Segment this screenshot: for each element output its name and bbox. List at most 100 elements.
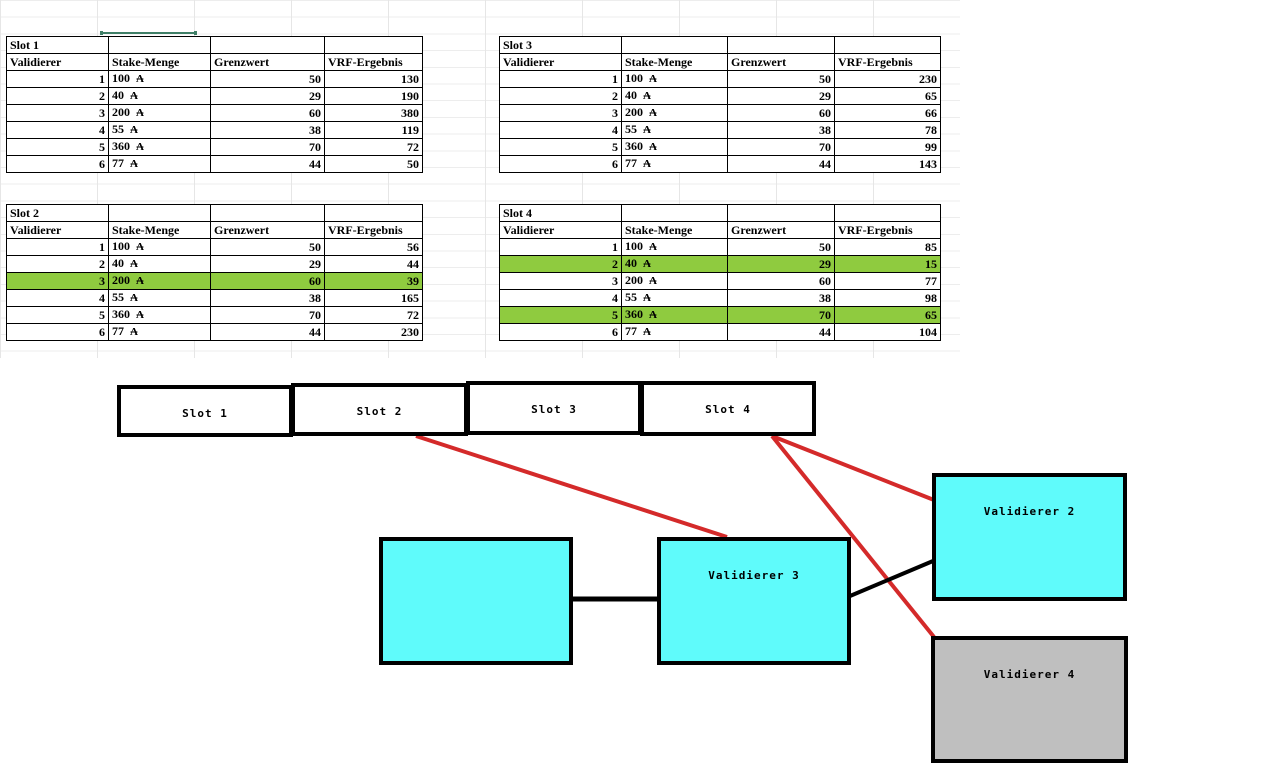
table-row[interactable]: 3 200₳ 60 77 [499, 272, 941, 290]
cell-validator: 2 [499, 87, 622, 105]
table-row[interactable]: 6 77₳ 44 230 [6, 323, 423, 341]
cell-vrf: 50 [324, 155, 423, 173]
table-row[interactable]: 1 100₳ 50 56 [6, 238, 423, 256]
slot-chain-box-4[interactable]: Slot 4 [640, 381, 816, 436]
slot-table-slot3[interactable]: Slot 3 Validierer Stake-Menge Grenzwert … [499, 36, 941, 173]
ada-symbol-icon: ₳ [643, 258, 651, 270]
table-row[interactable]: 6 77₳ 44 50 [6, 155, 423, 173]
ada-symbol-icon: ₳ [649, 309, 657, 321]
table-header-row: Validierer Stake-Menge Grenzwert VRF-Erg… [6, 53, 423, 71]
slot-chain-box-3[interactable]: Slot 3 [466, 381, 642, 435]
cell-limit: 44 [210, 323, 325, 341]
table-title-row: Slot 3 [499, 36, 941, 54]
column-header-stake: Stake-Menge [621, 221, 728, 239]
column-header-grenzwert: Grenzwert [727, 221, 835, 239]
slot-chain-label: Slot 2 [356, 405, 403, 418]
ada-symbol-icon: ₳ [649, 73, 657, 85]
table-row[interactable]: 1 100₳ 50 230 [499, 70, 941, 88]
slot-chain-box-1[interactable]: Slot 1 [117, 385, 293, 437]
cell-limit: 44 [210, 155, 325, 173]
validator-box-unlabeled[interactable] [379, 537, 573, 665]
table-row[interactable]: 4 55₳ 38 165 [6, 289, 423, 307]
cell-validator: 5 [6, 306, 109, 324]
connector-slot2-to-validator3 [415, 434, 728, 539]
column-header-stake: Stake-Menge [108, 53, 211, 71]
stake-value: 100 [625, 71, 643, 85]
cell-limit: 38 [210, 289, 325, 307]
cell-limit: 29 [210, 87, 325, 105]
table-row[interactable]: 4 55₳ 38 98 [499, 289, 941, 307]
slot-title: Slot 4 [499, 204, 622, 222]
cell-validator: 3 [6, 272, 109, 290]
table-row[interactable]: 6 77₳ 44 104 [499, 323, 941, 341]
table-row[interactable]: 5 360₳ 70 99 [499, 138, 941, 156]
cell-validator: 5 [499, 306, 622, 324]
cell-vrf: 78 [834, 121, 941, 139]
table-row[interactable]: 5 360₳ 70 72 [6, 306, 423, 324]
title-blank-cell [621, 36, 728, 54]
stake-value: 360 [625, 307, 643, 321]
cell-validator: 6 [6, 323, 109, 341]
validator-box-2[interactable]: Validierer 2 [932, 473, 1127, 601]
stake-value: 55 [625, 122, 637, 136]
table-row[interactable]: 6 77₳ 44 143 [499, 155, 941, 173]
cell-stake: 360 ₳ [621, 306, 728, 324]
cell-stake: 200₳ [621, 272, 728, 290]
column-header-stake: Stake-Menge [621, 53, 728, 71]
cell-vrf: 165 [324, 289, 423, 307]
cell-limit: 38 [727, 289, 835, 307]
cell-validator: 1 [499, 70, 622, 88]
cell-vrf: 65 [834, 306, 941, 324]
table-row[interactable]: 1 100₳ 50 85 [499, 238, 941, 256]
title-blank-cell [210, 36, 325, 54]
cell-validator: 4 [499, 289, 622, 307]
slot-chain-label: Slot 1 [182, 407, 228, 420]
stake-value: 40 [112, 256, 124, 270]
cell-limit: 38 [727, 121, 835, 139]
slot-chain-box-2[interactable]: Slot 2 [291, 383, 468, 436]
slot-table-slot4[interactable]: Slot 4 Validierer Stake-Menge Grenzwert … [499, 204, 941, 341]
table-row-highlighted[interactable]: 2 40₳ 29 15 [499, 255, 941, 273]
validator-box-3[interactable]: Validierer 3 [657, 537, 851, 665]
slot-table-slot1[interactable]: Slot 1 Validierer Stake-Menge Grenzwert … [6, 36, 423, 173]
column-header-validierer: Validierer [499, 53, 622, 71]
slot-table-slot2[interactable]: Slot 2 Validierer Stake-Menge Grenzwert … [6, 204, 423, 341]
table-row-highlighted[interactable]: 3 200₳ 60 39 [6, 272, 423, 290]
stake-value: 40 [625, 88, 637, 102]
table-row[interactable]: 5 360₳ 70 72 [6, 138, 423, 156]
cell-validator: 2 [6, 87, 109, 105]
table-row[interactable]: 1 100₳ 50 130 [6, 70, 423, 88]
cell-limit: 29 [727, 87, 835, 105]
cell-validator: 4 [6, 121, 109, 139]
cell-stake: 77₳ [108, 155, 211, 173]
stake-value: 200 [625, 273, 643, 287]
slot-chain-label: Slot 4 [705, 403, 751, 416]
table-row-highlighted[interactable]: 5 360₳ 70 65 [499, 306, 941, 324]
cell-limit: 50 [727, 70, 835, 88]
title-blank-cell [210, 204, 325, 222]
ada-symbol-icon: ₳ [643, 124, 651, 136]
cell-vrf: 380 [324, 104, 423, 122]
ada-symbol-icon: ₳ [136, 241, 144, 253]
ada-symbol-icon: ₳ [643, 326, 651, 338]
table-row[interactable]: 2 40₳ 29 190 [6, 87, 423, 105]
title-blank-cell [108, 36, 211, 54]
table-row[interactable]: 2 40₳ 29 44 [6, 255, 423, 273]
cell-limit: 60 [727, 104, 835, 122]
table-row[interactable]: 2 40₳ 29 65 [499, 87, 941, 105]
table-row[interactable]: 4 55₳ 38 119 [6, 121, 423, 139]
stake-value: 77 [112, 324, 124, 338]
table-row[interactable]: 3 200₳ 60 380 [6, 104, 423, 122]
stake-value: 200 [112, 105, 130, 119]
validator-box-4[interactable]: Validierer 4 [931, 636, 1128, 763]
table-row[interactable]: 4 55₳ 38 78 [499, 121, 941, 139]
cell-limit: 44 [727, 323, 835, 341]
cell-stake: 360₳ [108, 138, 211, 156]
cell-vrf: 66 [834, 104, 941, 122]
table-row[interactable]: 3 200₳ 60 66 [499, 104, 941, 122]
slot-title: Slot 2 [6, 204, 109, 222]
cell-validator: 2 [499, 255, 622, 273]
cell-validator: 6 [499, 155, 622, 173]
title-blank-cell [324, 204, 423, 222]
cell-vrf: 98 [834, 289, 941, 307]
